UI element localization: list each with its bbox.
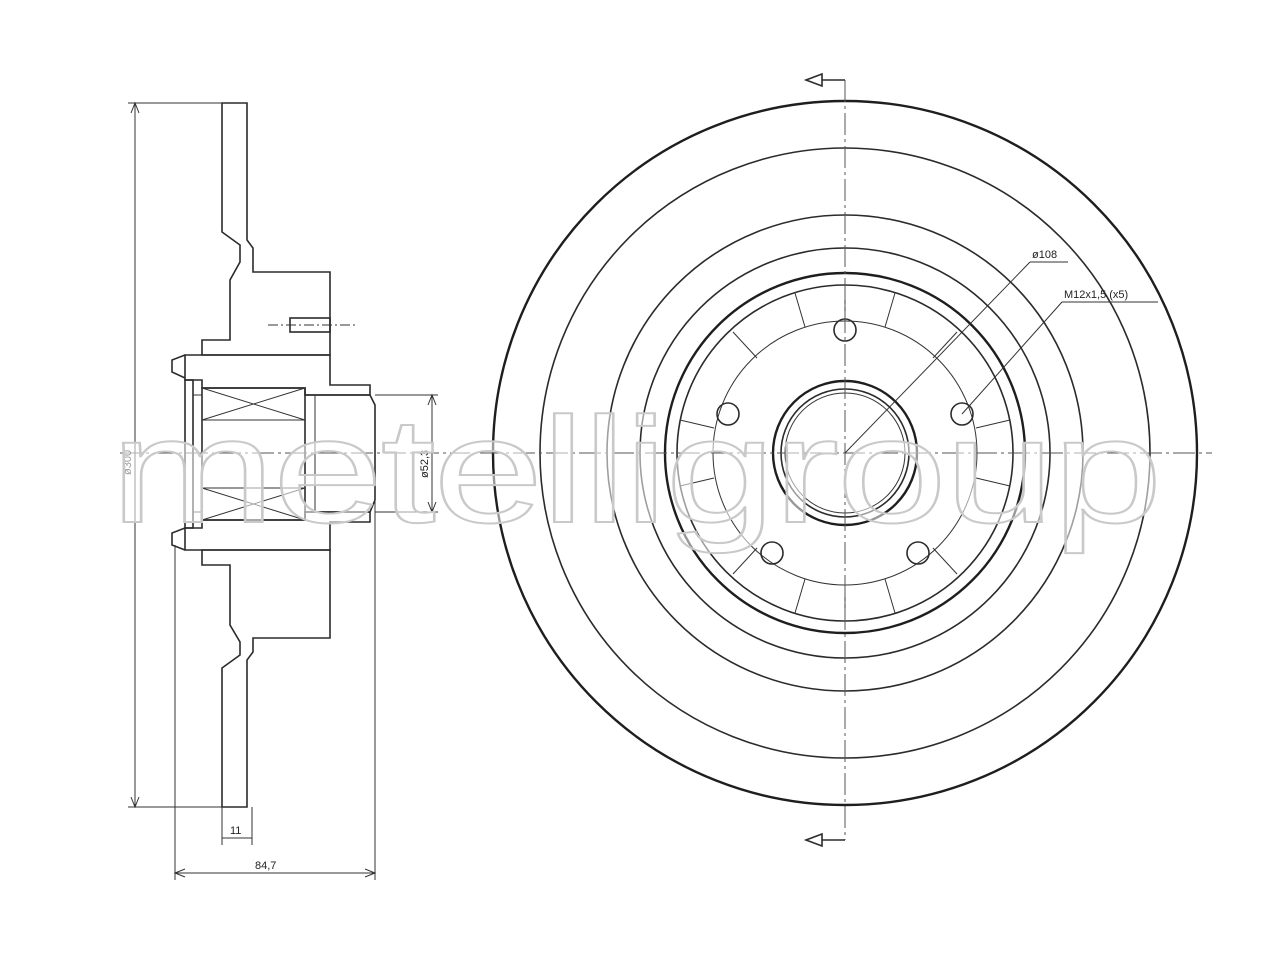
dimension-disc-thickness: 11: [230, 825, 241, 837]
side-section-view: ø300 ø52,3 11 84,7: [120, 101, 470, 880]
dimension-bolt-holes: M12x1,5 (x5): [1064, 289, 1128, 301]
disc-section-lower: [201, 549, 331, 808]
dimension-pitch-circle: ø108: [1032, 249, 1057, 261]
dimension-bore-diameter: ø52,3: [419, 450, 431, 478]
dimension-overall-height: 84,7: [255, 860, 276, 872]
section-marker-bottom: [803, 832, 845, 848]
watermark: metelligroup: [110, 386, 1160, 554]
dimension-overall-diameter: ø300: [122, 450, 134, 475]
bolt-hole: [760, 541, 784, 565]
bolt-hole: [906, 541, 930, 565]
bolt-hole: [950, 402, 974, 426]
bearing-outline: [201, 387, 306, 521]
bolt-hole: [716, 402, 740, 426]
section-marker-top: [803, 72, 845, 88]
front-view: ø108 M12x1,5 (x5): [480, 72, 1212, 848]
